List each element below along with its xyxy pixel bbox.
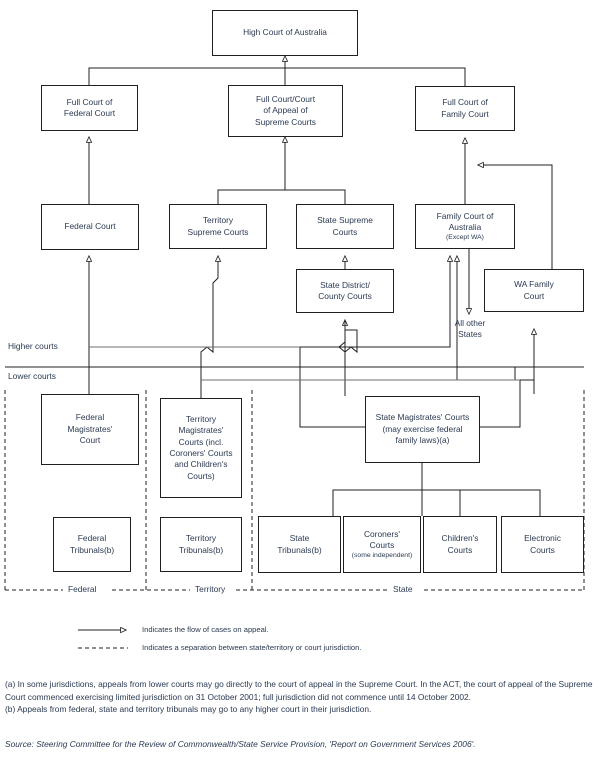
box-label: Coroners' (363, 528, 401, 539)
box-label: State (289, 533, 310, 544)
label-all-other-states-line1: All other (454, 318, 486, 328)
box-label: Tribunals(b) (69, 544, 115, 555)
box-label: Supreme Courts (187, 226, 249, 237)
legend-item-jurisdiction-separation: Indicates a separation between state/ter… (142, 643, 362, 652)
box-electronic-courts[interactable]: Electronic Courts (501, 516, 584, 573)
box-sublabel: (some independent) (351, 552, 413, 560)
box-label: Coroners' Courts (169, 448, 233, 458)
box-label: Magistrates' (178, 425, 224, 436)
jurisdiction-label-state: State (388, 584, 418, 594)
box-wa-family-court[interactable]: WA Family Court (484, 269, 584, 312)
box-label: WA Family (514, 279, 554, 290)
box-label: Courts) (187, 470, 215, 481)
box-label: Magistrates' (67, 423, 113, 434)
box-state-tribunals[interactable]: State Tribunals(b) (258, 516, 341, 573)
box-sublabel: (Except WA) (446, 234, 484, 242)
box-label: Full Court/Court (255, 93, 316, 104)
box-label: State District/ (320, 279, 370, 290)
box-family-court-australia[interactable]: Family Court of Australia (Except WA) (415, 204, 515, 249)
box-federal-tribunals[interactable]: Federal Tribunals(b) (53, 517, 131, 572)
source-note: Source: Steering Committee for the Revie… (5, 739, 476, 749)
jurisdiction-label-territory: Territory (190, 584, 231, 594)
box-state-supreme-courts[interactable]: State Supreme Courts (296, 204, 394, 249)
box-label: Courts (447, 544, 473, 555)
box-label: Court (79, 435, 101, 446)
box-label: Tribunals(b) (277, 544, 322, 555)
box-label: Courts (530, 544, 555, 555)
box-full-court-federal[interactable]: Full Court of Federal Court (41, 85, 138, 131)
box-territory-magistrates-courts[interactable]: Territory Magistrates' Courts (incl. Cor… (160, 398, 242, 498)
label-all-other-states: All other States (440, 318, 500, 339)
box-full-court-family[interactable]: Full Court of Family Court (415, 86, 515, 131)
label-higher-courts: Higher courts (8, 341, 58, 351)
footnotes: (a) In some jurisdictions, appeals from … (5, 678, 605, 716)
box-childrens-courts[interactable]: Children's Courts (423, 516, 497, 573)
box-label: Australia (448, 222, 482, 232)
box-high-court[interactable]: High Court of Australia (212, 10, 358, 56)
box-coroners-courts[interactable]: Coroners' Courts (some independent) (343, 516, 421, 573)
box-label: Territory (185, 413, 217, 424)
box-label: Tribunals(b) (178, 544, 224, 555)
box-label: of Appeal of (263, 105, 308, 116)
box-label: State Supreme (317, 215, 373, 226)
box-label: County Courts (318, 291, 372, 301)
box-state-magistrates-courts[interactable]: State Magistrates' Courts (may exercise … (365, 396, 480, 463)
box-label: Courts (369, 540, 395, 550)
box-label: Court (523, 290, 545, 301)
box-full-court-appeal-supreme[interactable]: Full Court/Court of Appeal of Supreme Co… (228, 85, 343, 137)
box-label: Family Court (441, 108, 489, 119)
box-label: Electronic (524, 533, 561, 544)
box-label: Family Court of (436, 210, 494, 221)
box-federal-court[interactable]: Federal Court (41, 204, 139, 250)
footnote-b: (b) Appeals from federal, state and terr… (5, 704, 372, 715)
label-all-other-states-line2: States (458, 328, 482, 339)
box-federal-magistrates-court[interactable]: Federal Magistrates' Court (41, 394, 139, 465)
box-label: Federal Court (63, 108, 116, 118)
box-territory-supreme-courts[interactable]: Territory Supreme Courts (169, 204, 267, 249)
box-label: State Magistrates' Courts (375, 412, 470, 423)
box-label: Federal (77, 533, 107, 544)
box-label: Children's (441, 533, 479, 544)
box-label: Full Court of (442, 97, 488, 108)
box-label: Territory (185, 533, 217, 544)
box-label: Full Court of (66, 96, 113, 107)
box-label: and Children's (174, 459, 228, 470)
label-lower-courts: Lower courts (8, 371, 56, 381)
box-label: (may exercise federal (382, 423, 463, 434)
box-label: High Court of Australia (243, 27, 327, 38)
box-label: Federal (75, 412, 105, 423)
footnote-a: (a) In some jurisdictions, appeals from … (5, 679, 593, 702)
box-label: Federal Court (64, 221, 116, 232)
legend-item-appeal-flow: Indicates the flow of cases on appeal. (142, 625, 269, 634)
jurisdiction-label-federal: Federal (63, 584, 102, 594)
box-state-district-county-courts[interactable]: State District/ County Courts (296, 269, 394, 313)
box-label: family laws)(a) (395, 435, 450, 446)
box-label: Courts (incl. (178, 436, 224, 447)
box-label: Supreme Courts (255, 116, 316, 127)
box-territory-tribunals[interactable]: Territory Tribunals(b) (160, 517, 242, 572)
box-label: Territory (202, 215, 234, 226)
box-label: Courts (332, 226, 358, 237)
